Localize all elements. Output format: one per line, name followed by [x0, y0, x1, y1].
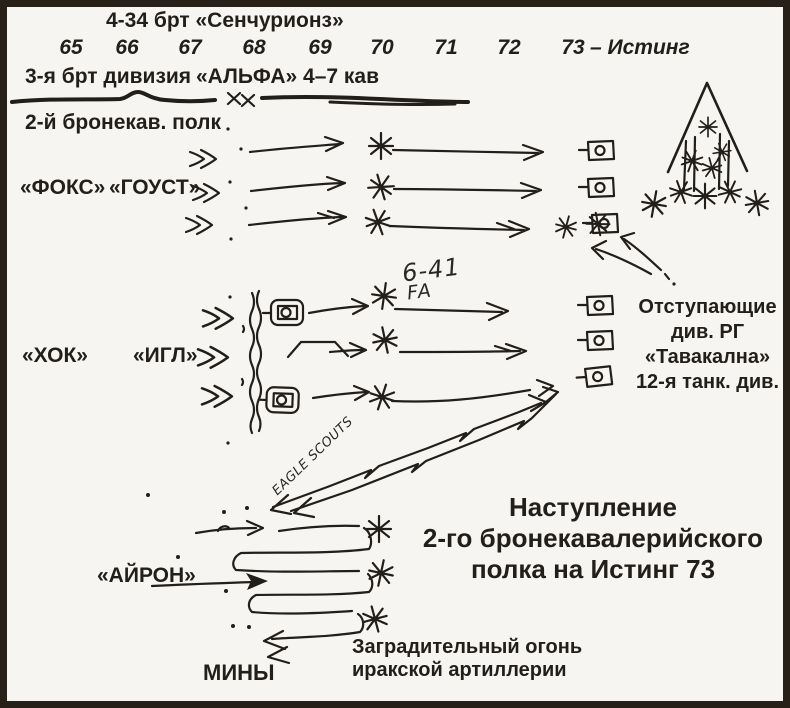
enemy-tank-icon	[577, 139, 616, 162]
easting-tick: 65	[59, 36, 83, 59]
phase-line	[255, 289, 263, 433]
squadron-hawk-label: «ХОК»	[22, 344, 88, 367]
eagle-scouts-arrows	[269, 385, 560, 519]
explosion-icon	[365, 556, 397, 590]
explosion-icon	[369, 323, 401, 357]
retreating-line: див. РГ	[670, 321, 745, 343]
explosion-icon	[742, 187, 772, 219]
advance-chevron-icon	[184, 214, 214, 236]
retreating-line: «Тавакална»	[644, 346, 771, 368]
advance-chevron-icon	[196, 345, 230, 369]
explosion-icon	[365, 379, 399, 415]
explosion-icon	[665, 176, 697, 208]
easting-tick: 68	[242, 36, 266, 59]
mines-label: МИНЫ	[203, 660, 275, 685]
easting-tick: 69	[308, 36, 332, 59]
explosion-icon	[362, 168, 400, 206]
phase-line	[248, 291, 256, 435]
barrage-line: иракской артиллерии	[352, 659, 567, 681]
retreating-forces-note: Отступающие див. РГ «Тавакална» 12-я тан…	[625, 295, 790, 395]
easting-name: – Истинг	[590, 36, 690, 59]
alpha-troop-label: «АЛЬФА» 4–7 кав	[196, 65, 379, 88]
easting-tick: 71	[434, 36, 458, 59]
explosion-icon	[698, 116, 718, 138]
explosion-icon	[709, 139, 735, 165]
explosion-icon	[677, 146, 707, 176]
squadron-fox-label: «ФОКС»	[20, 176, 106, 199]
map-title-line: полка на Истинг 73	[470, 554, 716, 584]
explosion-icon	[369, 280, 399, 312]
explosion-icon	[552, 212, 580, 242]
objective-triangle-icon	[666, 81, 749, 174]
artillery-unit-label-fa: FA	[405, 279, 434, 305]
advance-chevron-icon	[200, 384, 234, 408]
iron-serpentine-attack	[146, 493, 397, 665]
advance-chevron-icon	[201, 306, 235, 330]
enemy-tank-icon	[574, 365, 614, 389]
squadron-iron-label: «АЙРОН»	[97, 564, 196, 587]
division-boundary-icon	[226, 91, 256, 108]
squadron-eagle-label: «ИГЛ»	[133, 344, 198, 367]
map-title-line: Наступление	[508, 492, 678, 522]
vehicle-silhouette	[286, 340, 350, 359]
map-title-line: 2-го бронекавалерийского	[422, 523, 764, 553]
explosion-icon	[361, 204, 395, 240]
regiment-label: 2-й бронекав. полк	[25, 111, 222, 134]
retreating-line: Отступающие	[638, 296, 777, 318]
enemy-tank-icon	[576, 329, 615, 352]
easting-tick: 66	[115, 36, 139, 59]
explosion-icon	[367, 131, 395, 161]
barrage-line: Заградительный огонь	[352, 636, 583, 658]
barrage-note: Заградительный огонь иракской артиллерии	[352, 636, 582, 682]
division-boundary-lines	[10, 90, 470, 108]
explosion-icon	[692, 182, 718, 210]
fox-ghost-advance	[184, 127, 620, 242]
retreating-line: 12-я танк. див.	[635, 371, 780, 393]
friendly-tank-icon	[257, 385, 301, 415]
friendly-tank-icon	[261, 298, 305, 327]
enemy-tank-icon	[577, 176, 616, 199]
advance-chevron-icon	[188, 148, 218, 170]
easting-tick: 67	[178, 36, 202, 59]
squadron-ghost-label: «ГОУСТ»	[109, 176, 201, 199]
map-title: Наступление 2-го бронекавалерийского пол…	[408, 492, 778, 585]
explosion-icon	[581, 207, 615, 241]
top-brigade-label: 4-34 брт «Сенчурионз»	[106, 9, 344, 32]
objective-area	[590, 81, 772, 286]
hawk-eagle-advance	[196, 280, 615, 445]
easting-tick: 73	[561, 36, 585, 59]
enemy-tank-icon	[576, 294, 615, 317]
mine-dots	[146, 493, 251, 629]
division-label: 3-я брт дивизия	[25, 65, 192, 88]
easting-tick: 70	[370, 36, 394, 59]
explosion-icon	[358, 602, 392, 636]
easting-tick: 72	[497, 36, 521, 59]
explosion-icon	[638, 188, 670, 220]
